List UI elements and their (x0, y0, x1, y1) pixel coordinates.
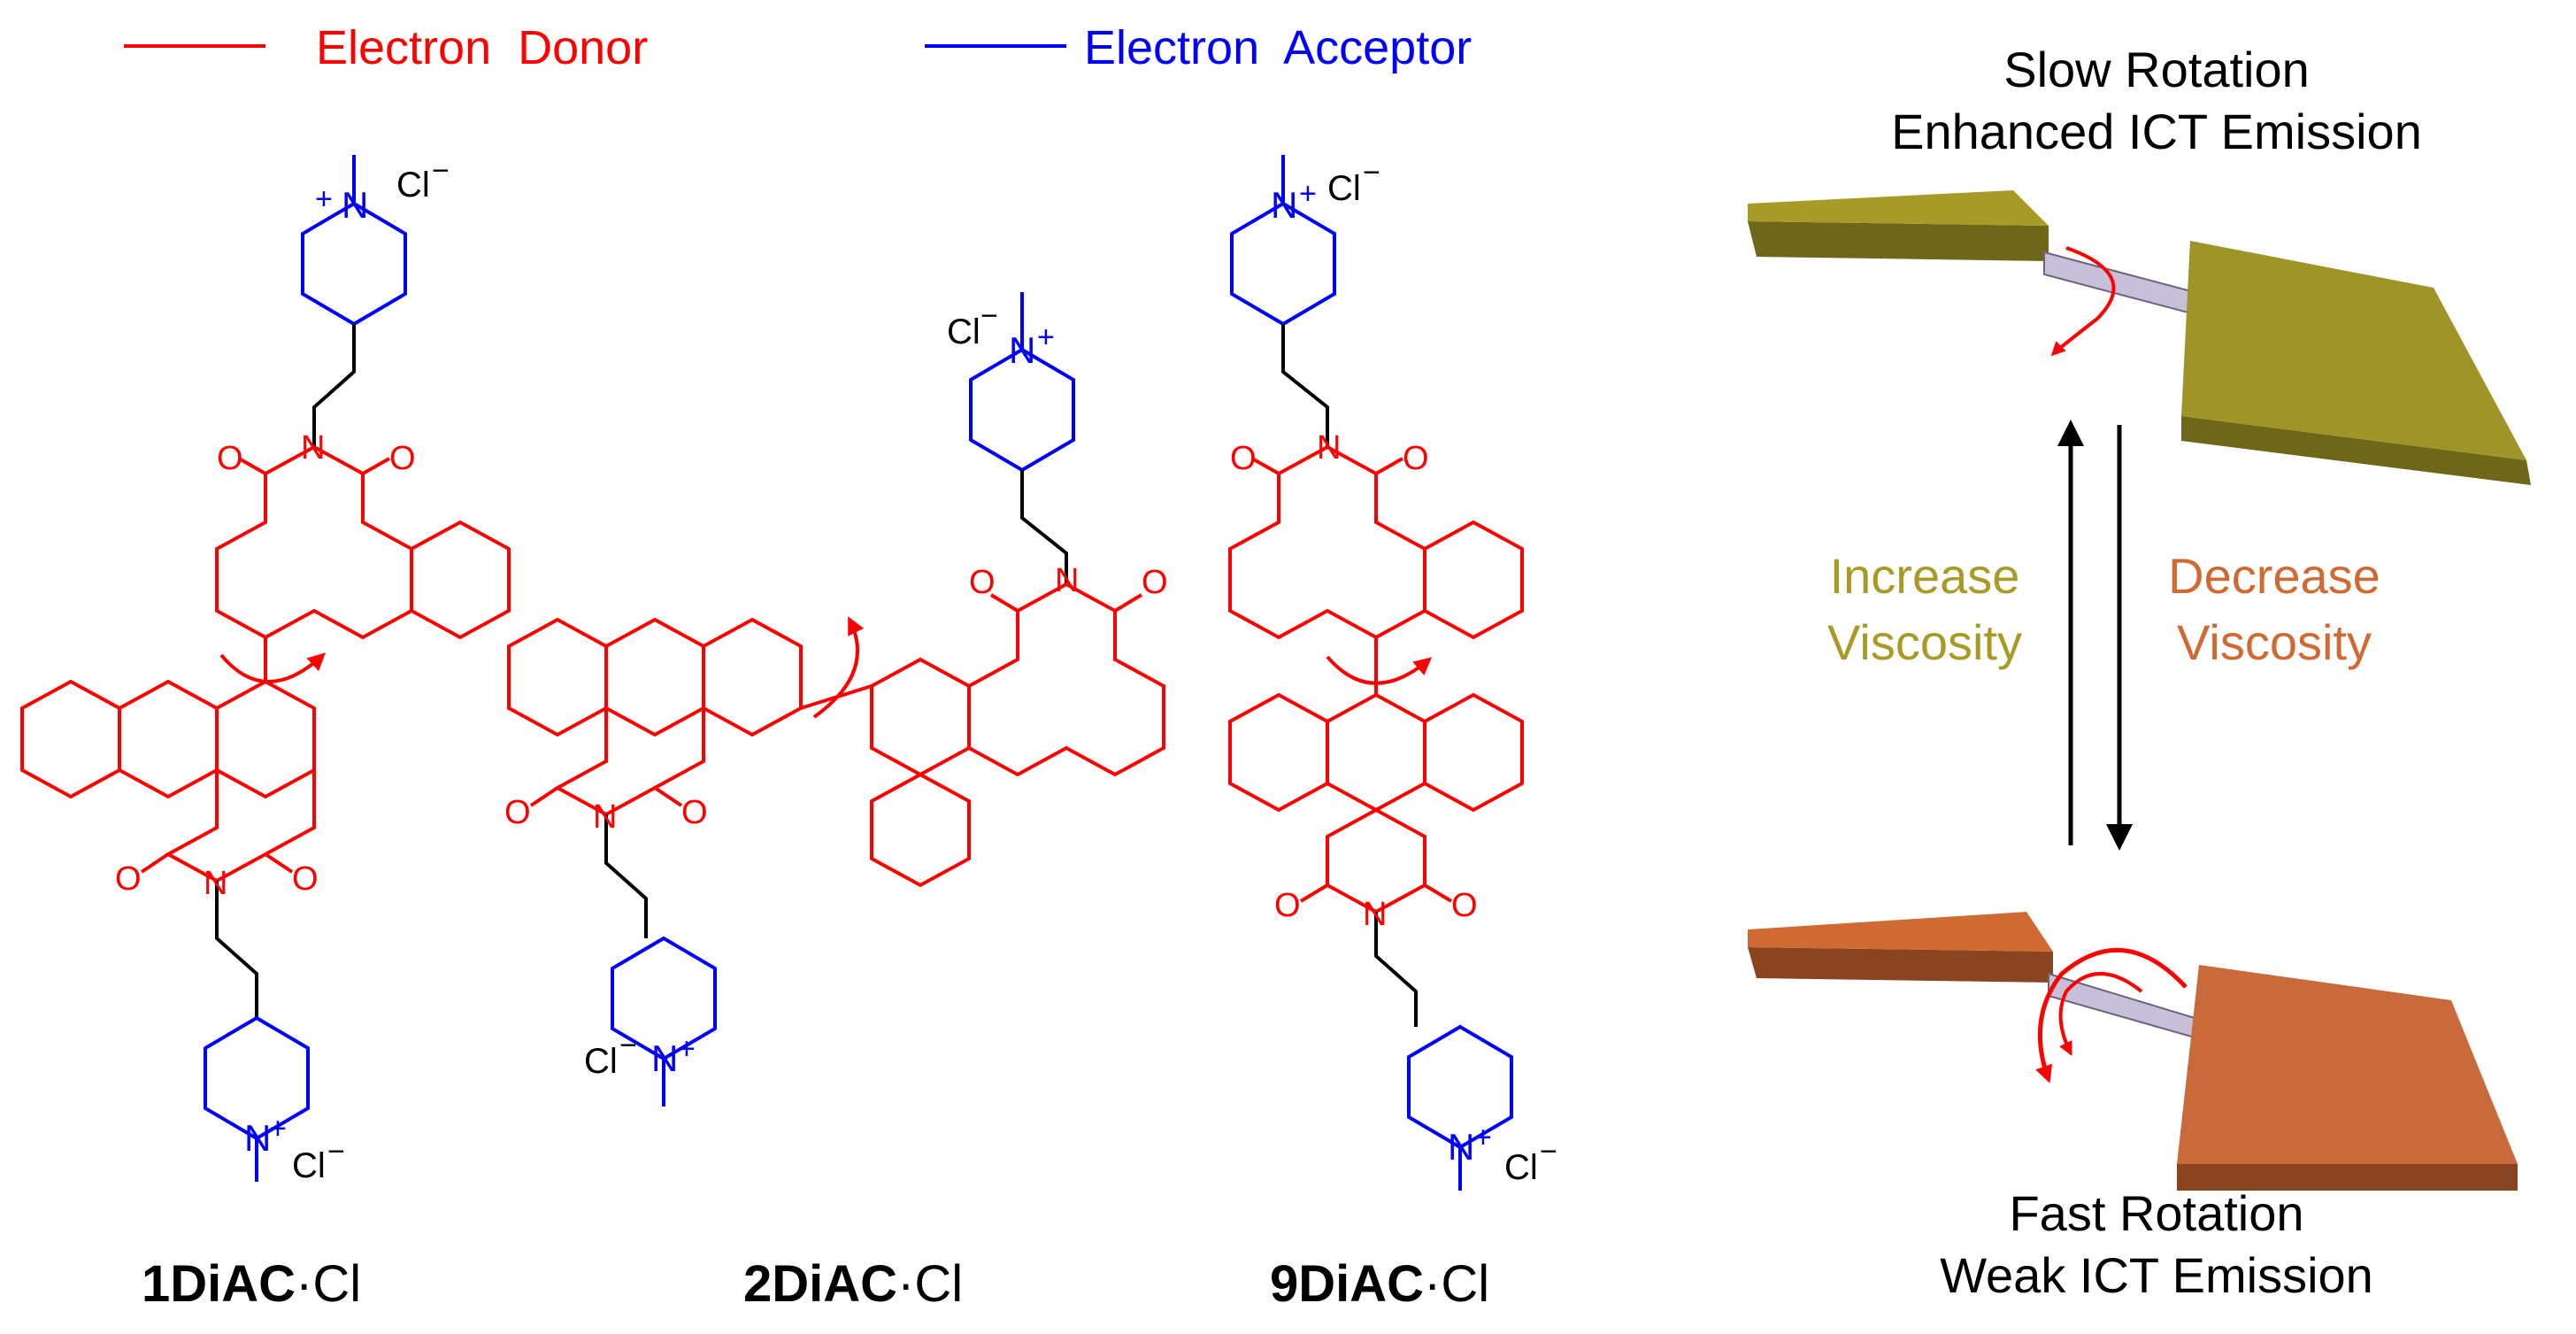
left-imide-donor (507, 617, 873, 817)
n-label: N (204, 865, 227, 902)
rotation-arrow-inner (2058, 972, 2143, 1056)
rotation-arrow (219, 652, 326, 683)
lower-pyridinium-acceptor (1407, 1024, 1513, 1191)
lower-plus-charge: + (269, 1112, 287, 1145)
axle (2043, 251, 2195, 316)
n-label: N (1055, 562, 1079, 599)
acceptor-legend-label: Electron Acceptor (1084, 21, 1472, 74)
fast-rotor-model (1748, 912, 2518, 1191)
o-label: O (292, 860, 319, 898)
lower-pyridinium-n-label: N (244, 1117, 271, 1159)
upper-imide-donor (1228, 444, 1524, 695)
lower-plus-charge: + (1474, 1121, 1492, 1154)
plus-charge: + (1299, 177, 1317, 211)
lower-chloride-charge: − (327, 1135, 345, 1168)
left-plate-side (1748, 947, 2053, 983)
chloride-charge: − (432, 154, 450, 188)
rotation-arrow (2050, 246, 2116, 357)
increase-label-1: Increase (1830, 548, 2020, 604)
o-label: O (1451, 887, 1478, 924)
lower-imide-donor (20, 679, 316, 883)
ethyl-linker (1281, 324, 1329, 447)
chloride-counterion: Cl (947, 312, 980, 351)
lower-pyridinium-n-label: N (651, 1037, 678, 1079)
chloride-counterion: Cl (1327, 169, 1361, 208)
rotation-arrow (812, 616, 865, 719)
chloride-counterion: Cl (396, 166, 430, 204)
n-label: N (1317, 429, 1341, 467)
lower-chloride: Cl (292, 1146, 326, 1185)
lower-chloride-charge: − (1540, 1135, 1557, 1168)
lower-pyridinium-acceptor (204, 1015, 310, 1182)
right-plate-side (2177, 1164, 2518, 1191)
rotation-arrow-outer (2035, 947, 2188, 1083)
pyridinium-n-label: N (342, 184, 368, 226)
o-label: O (389, 440, 416, 477)
rotor-scheme: Slow Rotation Enhanced ICT Emission Incr… (1748, 42, 2531, 1303)
pyridinium-n-label: N (1009, 329, 1035, 371)
lower-pyridinium-acceptor (611, 936, 717, 1107)
enhanced-ict-title: Enhanced ICT Emission (1891, 104, 2422, 159)
n-label: N (593, 798, 617, 836)
lower-ethyl-linker (1374, 912, 1418, 1027)
n-label: N (301, 429, 325, 467)
right-plate-side (2181, 416, 2531, 485)
lower-ethyl-linker (215, 881, 258, 1018)
plus-charge: + (315, 182, 333, 216)
label-1diac: 1DiAC·Cl (142, 1255, 361, 1313)
increase-label-2: Viscosity (1827, 614, 2022, 670)
o-label: O (1274, 887, 1301, 924)
ethyl-linker (312, 324, 356, 447)
left-plate-top (1748, 190, 2049, 226)
lower-pyridinium-n-label: N (1448, 1126, 1474, 1168)
o-label: O (1230, 440, 1257, 477)
atom-labels: O N O O N O O N O O N O O N O O N O (115, 429, 1478, 933)
right-plate-top (2177, 965, 2518, 1164)
fast-rotation-title: Fast Rotation (2009, 1185, 2303, 1241)
left-plate-top (1748, 912, 2053, 952)
imide-donor (215, 444, 511, 682)
lower-chloride: Cl (1504, 1148, 1538, 1187)
o-label: O (969, 564, 996, 601)
o-label: O (115, 860, 142, 898)
donor-legend-label: Electron Donor (316, 21, 648, 74)
o-label: O (1403, 440, 1429, 477)
slow-rotation-title: Slow Rotation (2003, 42, 2310, 97)
label-2diac: 2DiAC·Cl (743, 1255, 963, 1313)
lower-imide-donor (1228, 692, 1524, 914)
rotation-arrow (1326, 655, 1433, 685)
o-label: O (504, 794, 531, 831)
legend: Electron Donor Electron Acceptor (124, 21, 1472, 74)
pyridinium-n-label: N (1271, 184, 1297, 226)
label-9diac: 9DiAC·Cl (1270, 1255, 1489, 1313)
pyridinium-acceptor (301, 155, 407, 327)
lower-chloride-charge: − (619, 1029, 637, 1062)
decrease-label-1: Decrease (2168, 548, 2380, 604)
axle (2048, 972, 2195, 1039)
n-label: N (1363, 896, 1387, 933)
molecule-2diac: N + Cl − N + Cl − (507, 292, 1165, 1107)
pyridinium-acceptor (1230, 155, 1336, 327)
left-plate-side (1748, 221, 2049, 261)
ethyl-linker (1020, 470, 1068, 584)
o-label: O (681, 794, 708, 831)
slow-rotor-model (1748, 190, 2531, 485)
o-label: O (217, 440, 243, 477)
chloride-charge: − (1363, 156, 1380, 189)
plus-charge: + (1037, 320, 1055, 354)
right-imide-donor (870, 582, 1165, 888)
lower-ethyl-linker (604, 814, 648, 938)
right-plate-top (2181, 241, 2526, 460)
o-label: O (1142, 564, 1168, 601)
molecule-1diac: N + Cl − N + Cl − (20, 154, 511, 1185)
weak-ict-title: Weak ICT Emission (1940, 1247, 2373, 1303)
chloride-charge: − (980, 299, 998, 333)
lower-plus-charge: + (678, 1032, 696, 1066)
lower-chloride: Cl (584, 1042, 618, 1081)
decrease-label-2: Viscosity (2177, 614, 2372, 670)
molecule-9diac: N + Cl − N + Cl − (1228, 155, 1557, 1191)
